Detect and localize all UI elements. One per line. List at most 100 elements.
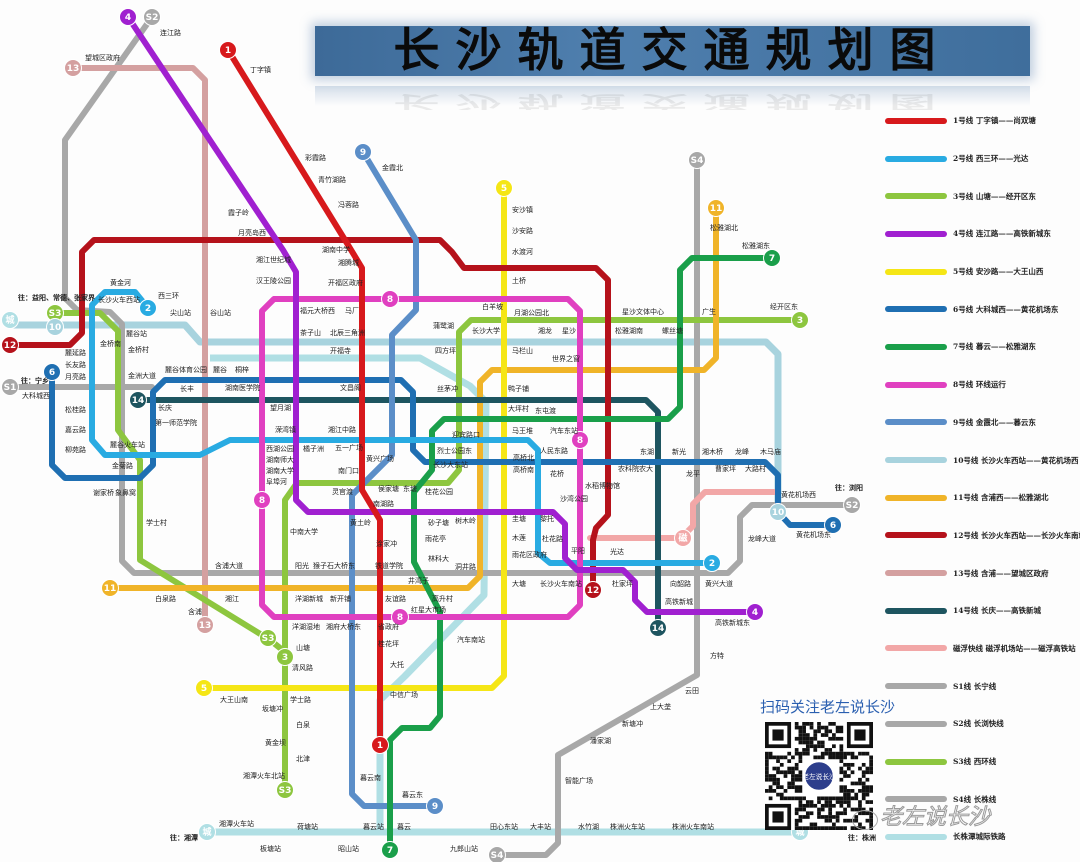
station-label[interactable]: 冯蓉路 bbox=[338, 200, 359, 209]
line-10[interactable] bbox=[6, 321, 782, 514]
station-label[interactable]: 汉王陵公园 bbox=[256, 276, 291, 285]
line-S4[interactable] bbox=[494, 157, 700, 858]
station-label[interactable]: 长丰 bbox=[180, 384, 194, 393]
station-label[interactable]: 松桂路 bbox=[65, 405, 86, 414]
station-label[interactable]: 东塘 bbox=[403, 484, 417, 493]
station-label[interactable]: 黄花机场西 bbox=[781, 490, 816, 499]
station-label[interactable]: 坂塘冲 bbox=[262, 704, 283, 713]
station-label[interactable]: 松雅湖南 bbox=[615, 326, 643, 335]
station-label[interactable]: 星沙文体中心 bbox=[622, 307, 664, 316]
station-label[interactable]: 长沙大东站 bbox=[433, 460, 468, 469]
station-label[interactable]: 世界之窗 bbox=[552, 354, 580, 363]
terminal-badge-9[interactable]: 9 bbox=[354, 143, 372, 161]
station-label[interactable]: 板塘站 bbox=[260, 844, 281, 853]
station-label[interactable]: 黄金坝 bbox=[265, 738, 286, 747]
terminal-badge-S3[interactable]: S3 bbox=[276, 781, 294, 799]
station-label[interactable]: 井湾子 bbox=[408, 576, 429, 585]
terminal-badge-7[interactable]: 7 bbox=[381, 841, 399, 859]
station-label[interactable]: 杜花路 bbox=[542, 534, 563, 543]
terminal-badge-磁[interactable]: 磁 bbox=[674, 529, 692, 547]
terminal-badge-城[interactable]: 城 bbox=[198, 823, 216, 841]
station-label[interactable]: 茶子山 bbox=[300, 328, 321, 337]
station-label[interactable]: 洞井路 bbox=[455, 562, 476, 571]
station-label[interactable]: 安沙镇 bbox=[512, 205, 533, 214]
station-label[interactable]: 黄金河 bbox=[110, 278, 131, 287]
station-label[interactable]: 南门口 bbox=[338, 466, 359, 475]
line-6[interactable] bbox=[49, 369, 836, 528]
station-label[interactable]: 连江路 bbox=[160, 28, 181, 37]
terminal-badge-6[interactable]: 6 bbox=[824, 516, 842, 534]
station-label[interactable]: 湖南医学院 bbox=[225, 383, 260, 392]
terminal-badge-S4[interactable]: S4 bbox=[688, 151, 706, 169]
station-label[interactable]: 杜家坪 bbox=[612, 579, 633, 588]
terminal-badge-8[interactable]: 8 bbox=[253, 491, 271, 509]
terminal-badge-2[interactable]: 2 bbox=[703, 554, 721, 572]
station-label[interactable]: 省政府 bbox=[378, 622, 399, 631]
station-label[interactable]: 月湖公园北 bbox=[514, 308, 549, 317]
station-label[interactable]: 长沙火车西站 bbox=[98, 295, 140, 304]
station-label[interactable]: 人民东路 bbox=[540, 446, 568, 455]
station-label[interactable]: 高铁新城东 bbox=[715, 618, 750, 627]
station-label[interactable]: 五一广场 bbox=[335, 443, 363, 452]
station-label[interactable]: 涂家冲 bbox=[376, 539, 397, 548]
terminal-badge-2[interactable]: 2 bbox=[139, 299, 157, 317]
terminal-badge-S4[interactable]: S4 bbox=[488, 846, 506, 862]
station-label[interactable]: 新开铺 bbox=[330, 594, 351, 603]
station-label[interactable]: 新塘冲 bbox=[622, 719, 643, 728]
station-label[interactable]: 麓延路 bbox=[65, 348, 86, 357]
station-label[interactable]: 北辰三角洲 bbox=[330, 328, 365, 337]
station-label[interactable]: 湘江世纪城 bbox=[256, 255, 291, 264]
terminal-badge-4[interactable]: 4 bbox=[746, 603, 764, 621]
station-label[interactable]: 黎托 bbox=[540, 514, 554, 523]
station-label[interactable]: 大王山南 bbox=[220, 695, 248, 704]
station-label[interactable]: 黄兴大道 bbox=[705, 579, 733, 588]
station-label[interactable]: 广生 bbox=[702, 307, 716, 316]
station-label[interactable]: 四方坪 bbox=[435, 346, 456, 355]
station-label[interactable]: 福元大桥西 bbox=[300, 306, 335, 315]
station-label[interactable]: 螺丝塘 bbox=[662, 326, 683, 335]
station-label[interactable]: 光达 bbox=[610, 547, 624, 556]
station-label[interactable]: 星沙 bbox=[562, 327, 576, 335]
terminal-badge-5[interactable]: 5 bbox=[195, 679, 213, 697]
line-11[interactable] bbox=[107, 205, 719, 591]
station-label[interactable]: 学士路 bbox=[290, 695, 311, 704]
terminal-badge-8[interactable]: 8 bbox=[391, 608, 409, 626]
station-label[interactable]: 红星大市场 bbox=[411, 605, 446, 614]
line-S2[interactable] bbox=[62, 14, 855, 576]
station-label[interactable]: 木莲 bbox=[512, 533, 526, 542]
station-label[interactable]: 白泉路 bbox=[155, 594, 176, 603]
station-label[interactable]: 东屯渡 bbox=[535, 406, 556, 415]
station-label[interactable]: 砂子塘 bbox=[428, 518, 449, 527]
station-label[interactable]: 东湖 bbox=[640, 447, 654, 456]
terminal-badge-10[interactable]: 10 bbox=[46, 318, 64, 336]
station-label[interactable]: 马王堆 bbox=[512, 426, 533, 435]
terminal-badge-13[interactable]: 13 bbox=[196, 616, 214, 634]
station-label[interactable]: 霞子岭 bbox=[228, 208, 249, 217]
station-label[interactable]: 黄土岭 bbox=[350, 518, 371, 527]
station-label[interactable]: 月亮岛西 bbox=[238, 228, 266, 237]
station-label[interactable]: 向韶路 bbox=[670, 579, 691, 588]
station-label[interactable]: 迎宾路口 bbox=[452, 430, 480, 439]
station-label[interactable]: 智能广场 bbox=[565, 776, 593, 785]
terminal-badge-S1[interactable]: S1 bbox=[1, 378, 19, 396]
station-label[interactable]: 沙安路 bbox=[512, 226, 533, 235]
terminal-badge-S2[interactable]: S2 bbox=[143, 8, 161, 26]
station-label[interactable]: 圭塘 bbox=[512, 514, 526, 523]
terminal-badge-7[interactable]: 7 bbox=[763, 249, 781, 267]
station-label[interactable]: 暮云东 bbox=[402, 790, 423, 799]
station-label[interactable]: 经开区东 bbox=[770, 302, 798, 311]
station-label[interactable]: 白泉 bbox=[296, 720, 310, 729]
station-label[interactable]: 湘潭火车北站 bbox=[243, 771, 285, 780]
station-label[interactable]: 学士村 bbox=[146, 518, 167, 527]
station-label[interactable]: 谢家桥 bbox=[93, 488, 114, 497]
terminal-badge-S3[interactable]: S3 bbox=[259, 629, 277, 647]
station-label[interactable]: 长沙大学 bbox=[472, 326, 500, 335]
terminal-badge-5[interactable]: 5 bbox=[495, 179, 513, 197]
station-label[interactable]: 麓谷 bbox=[213, 365, 227, 374]
station-label[interactable]: 大托 bbox=[390, 660, 404, 669]
station-label[interactable]: 麓谷体育公园 bbox=[165, 365, 207, 374]
station-label[interactable]: 马栏山 bbox=[512, 346, 533, 355]
station-label[interactable]: 新光 bbox=[672, 447, 686, 456]
station-label[interactable]: 彩霞路 bbox=[305, 153, 326, 162]
station-label[interactable]: 高升村 bbox=[432, 594, 453, 603]
